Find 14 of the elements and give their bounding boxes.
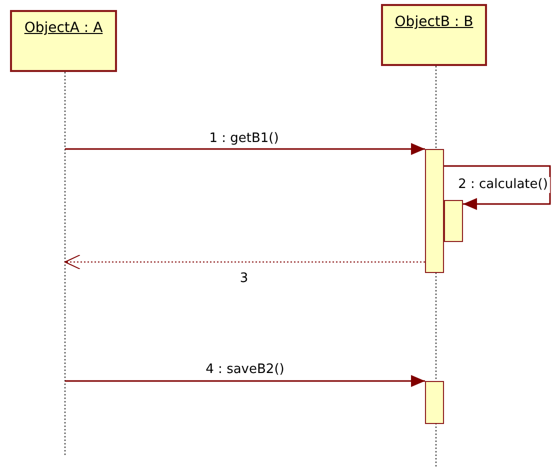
object-name: ObjectB : B — [394, 14, 474, 30]
message-label: 4 : saveB2() — [204, 362, 286, 378]
object-box — [10, 10, 117, 72]
message-arrow — [64, 254, 426, 270]
message-arrow — [444, 165, 551, 210]
message-arrow — [65, 375, 425, 387]
activation-bar — [425, 381, 444, 424]
activation-bar — [425, 149, 444, 273]
lifeline — [64, 72, 66, 456]
object-name: ObjectA : A — [24, 20, 103, 36]
object-box — [381, 4, 487, 66]
activation-bar — [444, 200, 463, 242]
message-arrow — [65, 143, 425, 155]
message-label: 2 : calculate() — [456, 177, 550, 193]
